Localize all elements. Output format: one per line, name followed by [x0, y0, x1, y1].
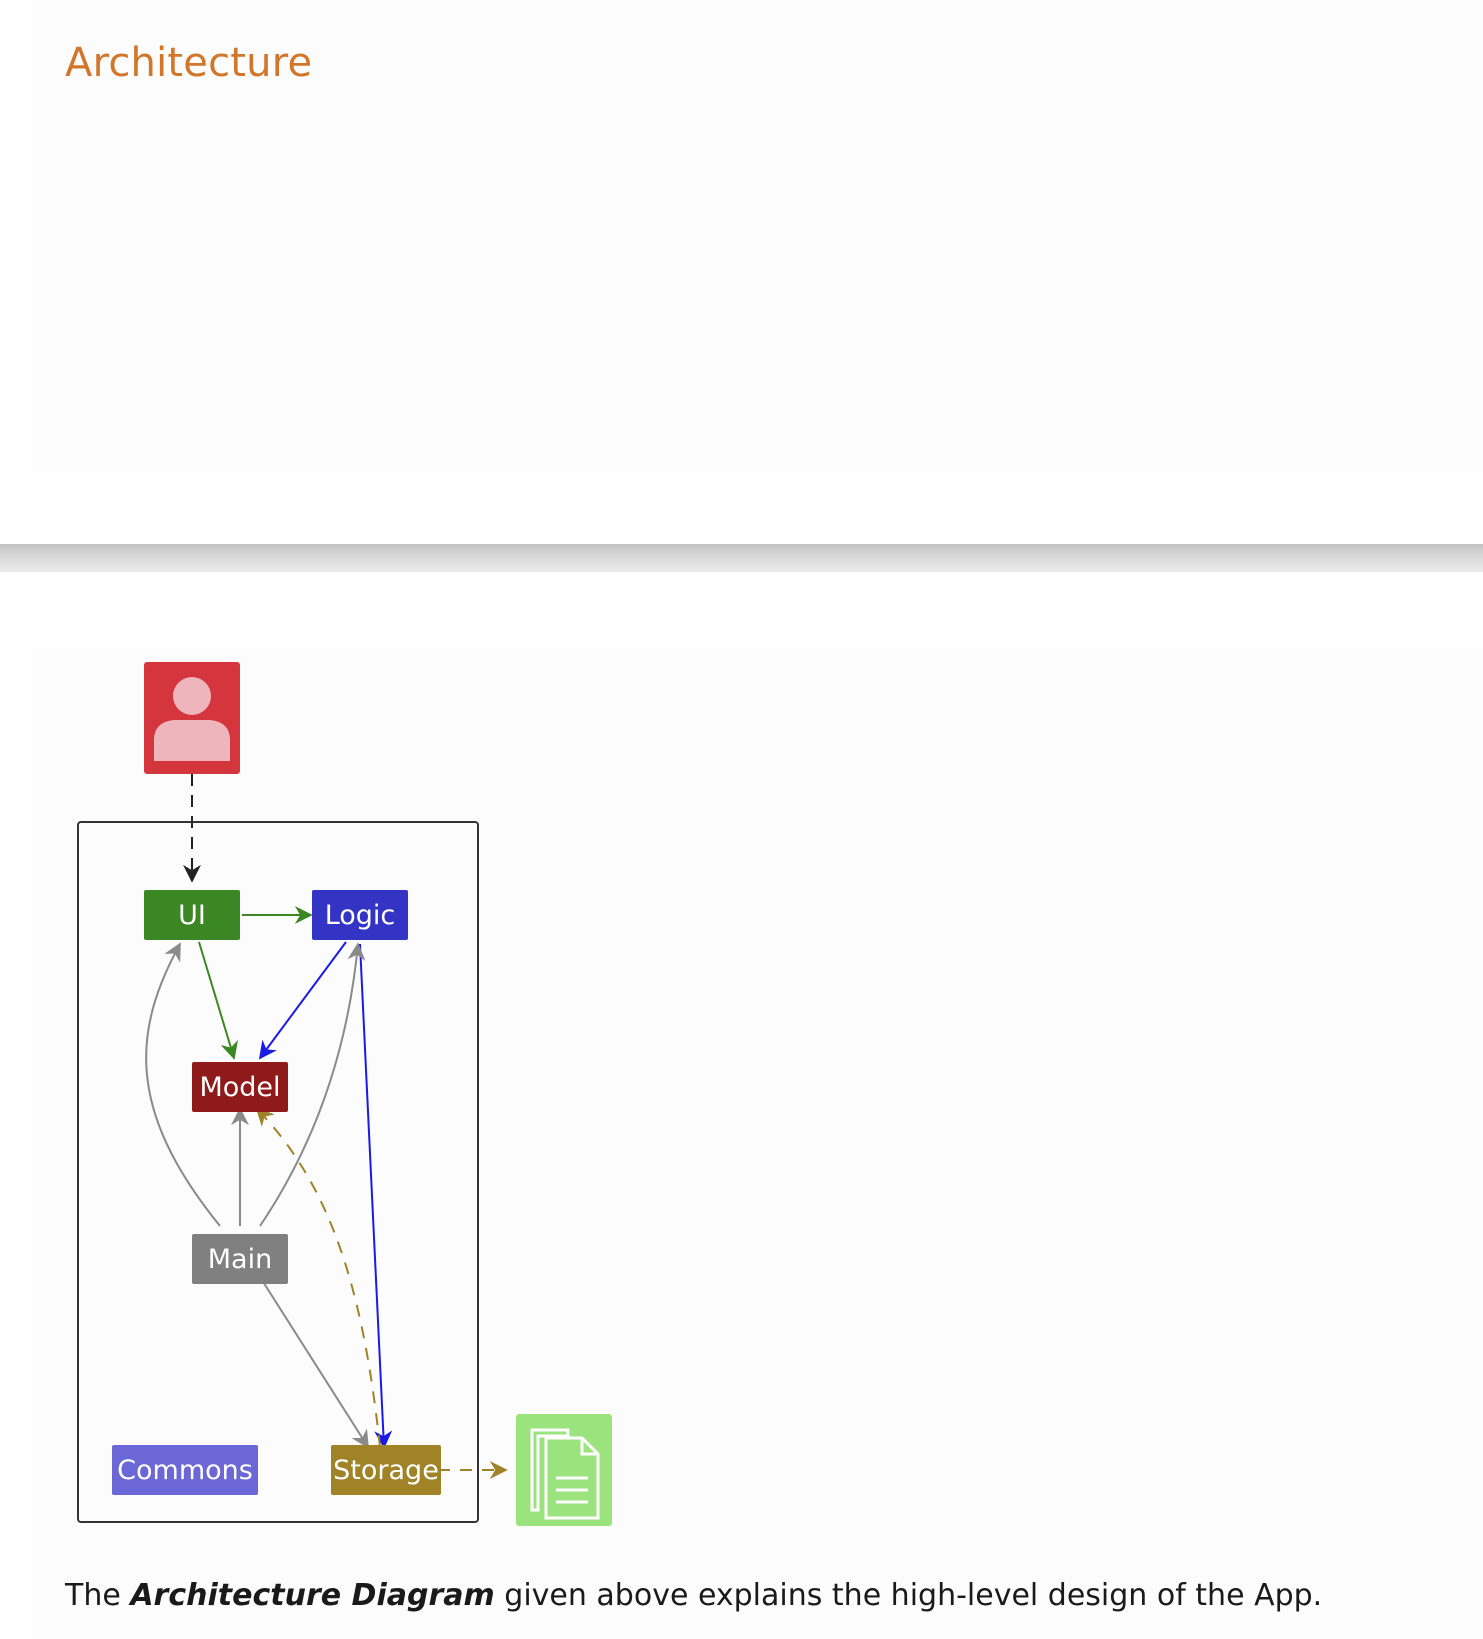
- section-divider: [0, 544, 1483, 572]
- svg-text:Main: Main: [208, 1244, 272, 1275]
- top-panel: [32, 0, 1483, 472]
- svg-text:UI: UI: [178, 900, 206, 931]
- edge-logic-model: [258, 941, 347, 1060]
- node-logic: Logic: [312, 890, 408, 940]
- svg-text:Commons: Commons: [117, 1455, 253, 1486]
- page-title: Architecture: [65, 40, 313, 86]
- node-main: Main: [192, 1234, 288, 1284]
- node-storage: Storage: [331, 1445, 441, 1495]
- node-ui: UI: [144, 890, 240, 940]
- svg-text:Model: Model: [199, 1072, 280, 1103]
- node-commons: Commons: [112, 1445, 258, 1495]
- caption-emphasis: Architecture Diagram: [130, 1578, 495, 1613]
- svg-text:Logic: Logic: [325, 900, 396, 931]
- system-boundary: [77, 821, 479, 1523]
- bottom-panel: [32, 648, 1483, 1639]
- file-icon: [516, 1414, 612, 1526]
- edge-main-logic: [259, 942, 366, 1227]
- edge-main-storage: [259, 1276, 369, 1449]
- node-model: Model: [192, 1062, 288, 1112]
- edge-ui-model: [198, 941, 238, 1060]
- edge-storage-model: [255, 1107, 381, 1448]
- edge-logic-storage: [359, 943, 393, 1449]
- svg-text:Storage: Storage: [333, 1455, 439, 1486]
- diagram-caption: The Architecture Diagram given above exp…: [65, 1578, 1323, 1613]
- architecture-diagram: UI Logic Model Main Commons Storage: [64, 648, 634, 1538]
- edge-main-ui: [145, 942, 221, 1227]
- user-icon: [144, 662, 240, 774]
